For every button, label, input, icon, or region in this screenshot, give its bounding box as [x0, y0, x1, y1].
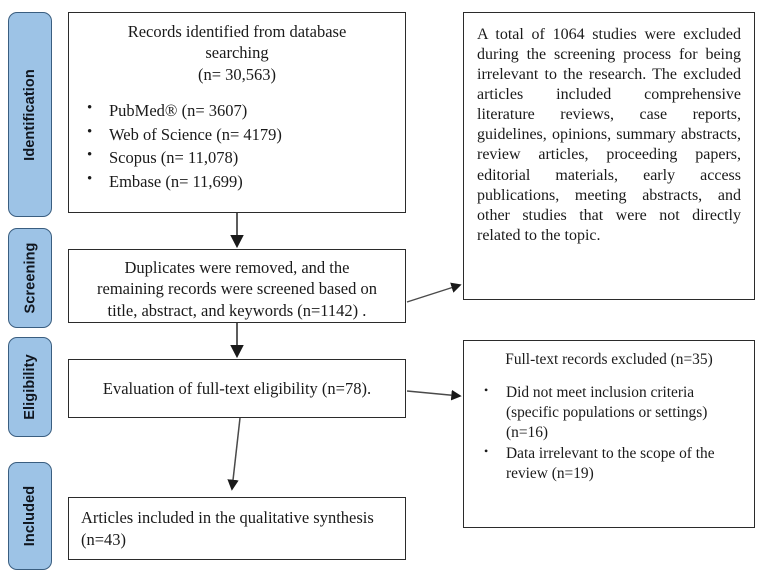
screening-line2: remaining records were screened based on	[97, 279, 377, 299]
identification-heading-line2: searching	[205, 43, 269, 63]
stage-label-included: Included	[22, 485, 39, 547]
arrow-screening-to-excluded-screening	[406, 282, 462, 303]
box-eligibility: Evaluation of full-text eligibility (n=7…	[68, 359, 406, 418]
list-item: Embase (n= 11,699)	[83, 169, 391, 193]
arrow-eligibility-to-included	[227, 417, 241, 491]
identification-heading-line1: Records identified from database	[127, 22, 347, 41]
excluded-screening-text: A total of 1064 studies were excluded du…	[477, 26, 741, 244]
box-identification-content: Records identified from database searchi…	[69, 13, 405, 212]
list-item: Scopus (n= 11,078)	[83, 145, 391, 169]
stage-pill-screening: Screening	[8, 228, 52, 328]
box-eligibility-content: Evaluation of full-text eligibility (n=7…	[69, 360, 405, 417]
screening-line1: Duplicates were removed, and the	[124, 258, 350, 277]
spacer	[83, 85, 391, 99]
box-included-content: Articles included in the qualitative syn…	[69, 498, 405, 559]
included-line2: (n=43)	[81, 529, 127, 549]
stage-pill-eligibility: Eligibility	[8, 337, 52, 437]
box-included: Articles included in the qualitative syn…	[68, 497, 406, 560]
identification-heading-line3: (n= 30,563)	[197, 64, 277, 84]
excluded-fulltext-reason-list: Did not meet inclusion criteria (specifi…	[476, 383, 742, 484]
spacer	[476, 370, 742, 383]
box-excluded-fulltext: Full-text records excluded (n=35) Did no…	[463, 340, 755, 528]
stage-pill-identification: Identification	[8, 12, 52, 217]
eligibility-text: Evaluation of full-text eligibility (n=7…	[102, 378, 372, 398]
box-excluded-screening: A total of 1064 studies were excluded du…	[463, 12, 755, 300]
box-identification: Records identified from database searchi…	[68, 12, 406, 213]
stage-label-eligibility: Eligibility	[22, 354, 38, 420]
box-screening: Duplicates were removed, and the remaini…	[68, 249, 406, 323]
stage-pill-included: Included	[8, 462, 52, 570]
excluded-fulltext-heading: Full-text records excluded (n=35)	[505, 351, 713, 368]
screening-line3: title, abstract, and keywords (n=1142) .	[107, 300, 367, 320]
arrow-eligibility-to-excluded-fulltext	[406, 389, 462, 401]
stage-label-screening: Screening	[22, 242, 39, 314]
stage-label-identification: Identification	[22, 68, 38, 161]
list-item: Web of Science (n= 4179)	[83, 122, 391, 146]
list-item: Data irrelevant to the scope of the revi…	[476, 444, 742, 484]
list-item: Did not meet inclusion criteria (specifi…	[476, 383, 742, 443]
box-excluded-screening-content: A total of 1064 studies were excluded du…	[464, 13, 754, 299]
list-item: PubMed® (n= 3607)	[83, 98, 391, 122]
included-line1: Articles included in the qualitative syn…	[81, 508, 374, 528]
box-screening-content: Duplicates were removed, and the remaini…	[69, 250, 405, 322]
identification-source-list: PubMed® (n= 3607) Web of Science (n= 417…	[83, 98, 391, 193]
box-excluded-fulltext-content: Full-text records excluded (n=35) Did no…	[464, 341, 754, 527]
